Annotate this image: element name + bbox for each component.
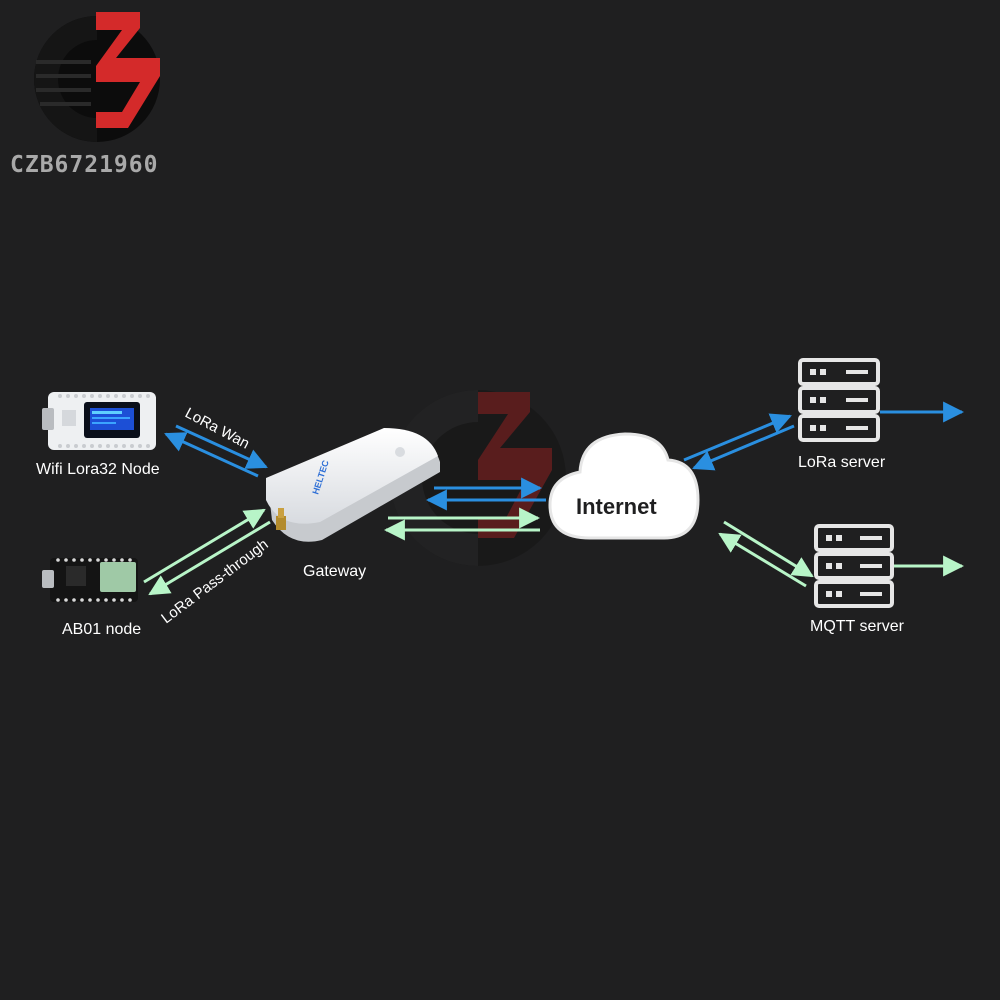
- gateway-label: Gateway: [303, 563, 366, 580]
- brand-logo: CZB6721960: [10, 12, 160, 178]
- lora-pass-label: LoRa Pass-through: [158, 536, 271, 627]
- lora-server-icon: [800, 360, 878, 440]
- internet-label: Internet: [576, 494, 657, 519]
- brand-text: CZB6721960: [10, 152, 158, 178]
- internet-cloud: [550, 434, 698, 538]
- arrow-ab01-to-gateway: [144, 510, 264, 582]
- arrow-lora-to-internet: [694, 426, 794, 468]
- arrow-mqtt-to-internet: [720, 534, 806, 586]
- ab01-node-label: AB01 node: [62, 621, 141, 638]
- ab01-board: [42, 558, 138, 602]
- arrow-internet-to-mqtt: [724, 522, 812, 576]
- wifi-lora32-board: [42, 392, 156, 450]
- wifi-node-label: Wifi Lora32 Node: [36, 461, 160, 478]
- mqtt-server-label: MQTT server: [810, 618, 905, 635]
- mqtt-server-icon: [816, 526, 892, 606]
- lora-server-label: LoRa server: [798, 454, 886, 471]
- arrow-internet-to-lora: [684, 416, 790, 460]
